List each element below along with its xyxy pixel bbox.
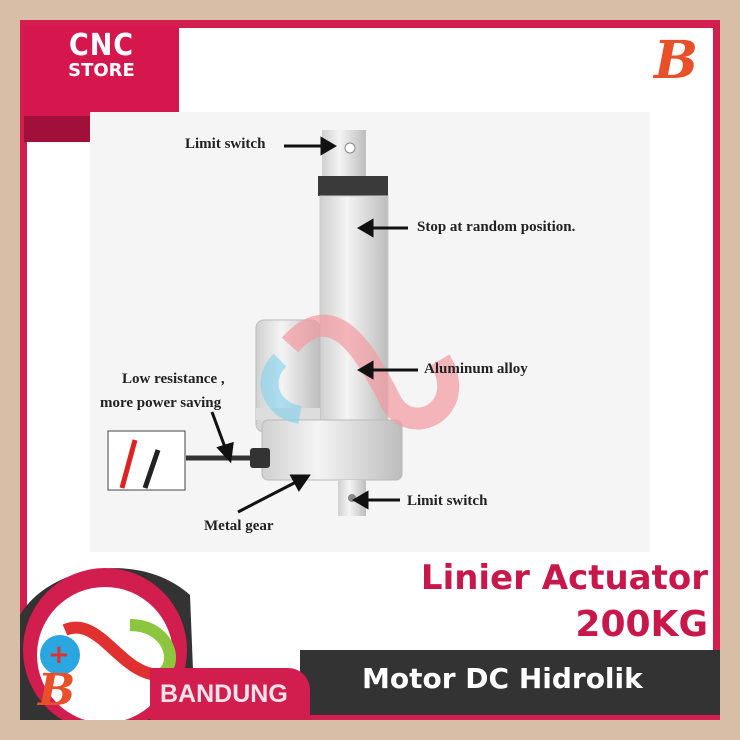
arrows [210, 136, 418, 514]
product-capacity: 200KG [575, 604, 708, 645]
svg-text:+: + [48, 640, 70, 670]
product-title: Linier Actuator [420, 558, 708, 598]
label-power-saving: more power saving [100, 395, 222, 411]
badge-logo: + B [20, 568, 195, 720]
label-low-resistance: Low resistance , [122, 371, 225, 387]
rod-top [322, 130, 366, 178]
gear-box [261, 419, 403, 481]
product-subtitle: Motor DC Hidrolik [362, 662, 643, 695]
svg-text:B: B [36, 665, 75, 716]
rod-seal [318, 176, 388, 196]
logo-text-store: STORE [68, 60, 135, 81]
cnc-store-logo: CNC STORE [24, 26, 179, 116]
b-logo-icon: B [654, 30, 698, 91]
label-limit-switch-bottom: Limit switch [407, 493, 488, 509]
label-metal-gear: Metal gear [204, 518, 274, 534]
label-limit-switch-top: Limit switch [185, 136, 266, 152]
city-bar [150, 668, 310, 720]
label-stop-random: Stop at random position. [417, 219, 576, 235]
subtitle-bar [300, 650, 720, 715]
logo-text-cnc: CNC [69, 28, 134, 63]
label-aluminum: Aluminum alloy [424, 361, 528, 377]
rod-hole-icon [344, 142, 356, 154]
city-label: BANDUNG [160, 680, 288, 708]
